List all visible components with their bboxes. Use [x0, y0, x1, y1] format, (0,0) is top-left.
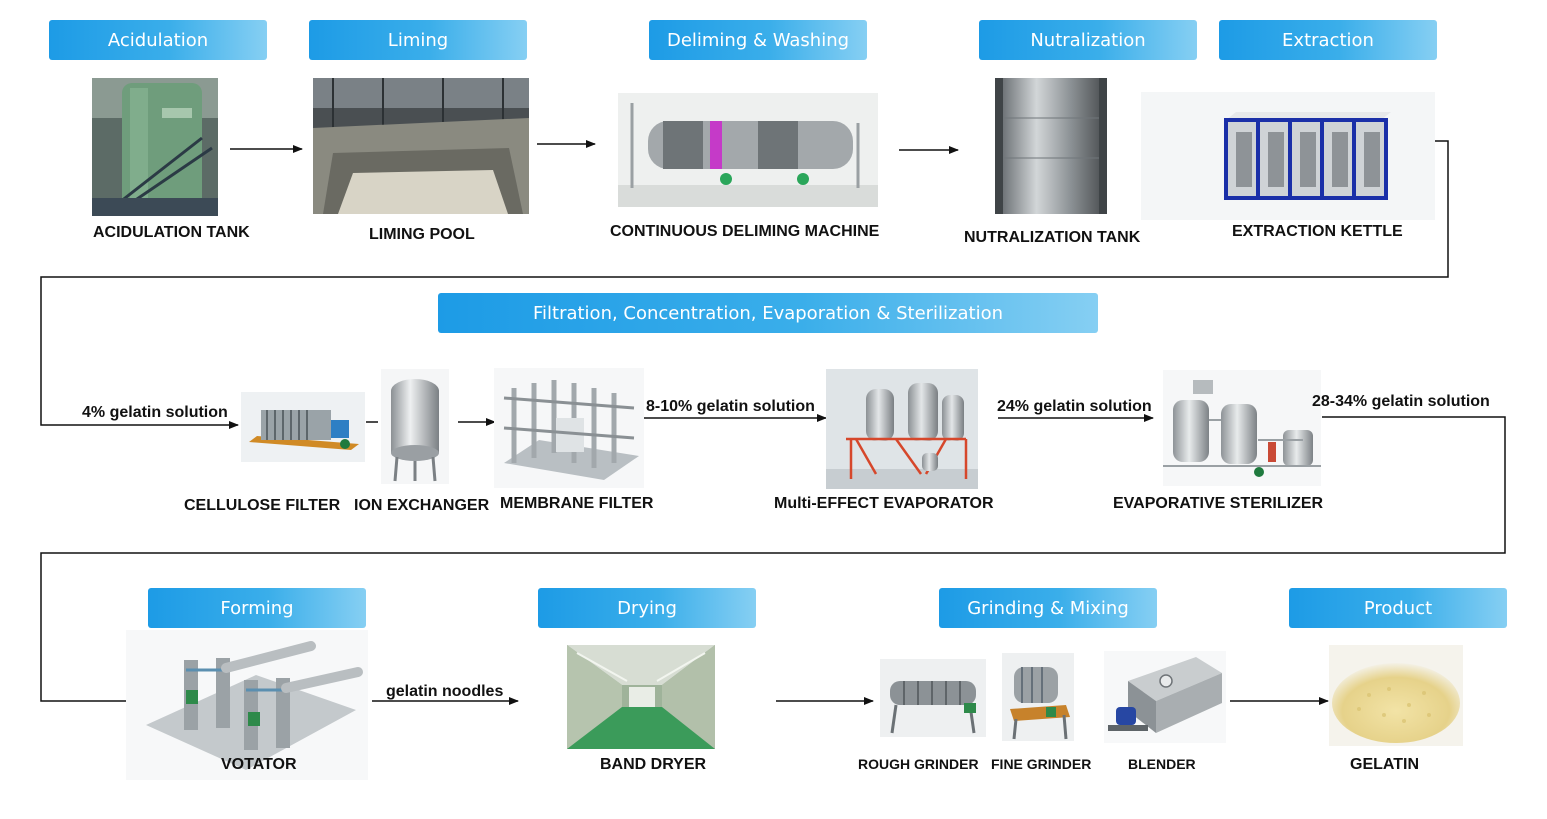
label-ion-exchanger: ION EXCHANGER [354, 497, 490, 514]
label-votator: VOTATOR [221, 756, 297, 773]
label-liming-pool: LIMING POOL [369, 226, 475, 243]
flow-label-4pct: 4% gelatin solution [82, 404, 228, 421]
cellulose-filter-image [241, 392, 365, 462]
stage-banner-filtration: Filtration, Concentration, Evaporation &… [438, 293, 1098, 333]
votator-image [126, 630, 368, 780]
membrane-filter-image [494, 368, 644, 488]
label-band-dryer: BAND DRYER [600, 756, 707, 773]
label-acidulation-tank: ACIDULATION TANK [93, 224, 250, 241]
label-blender: BLENDER [1128, 756, 1196, 772]
label-cellulose-filter: CELLULOSE FILTER [184, 497, 341, 514]
acidulation-tank-image [92, 78, 218, 216]
label-extraction-kettle: EXTRACTION KETTLE [1232, 223, 1403, 240]
liming-pool-image [313, 78, 529, 214]
nutralization-tank-image [995, 78, 1107, 214]
label-deliming-machine: CONTINUOUS DELIMING MACHINE [610, 223, 880, 240]
rough-grinder-image [880, 659, 986, 737]
return-line-row1 [40, 140, 1449, 429]
label-gelatin: GELATIN [1350, 756, 1420, 773]
flow-label-24pct: 24% gelatin solution [997, 398, 1152, 415]
sterilizer-image [1163, 370, 1321, 486]
label-sterilizer: EVAPORATIVE STERILIZER [1113, 495, 1324, 512]
flow-label-28-34pct: 28-34% gelatin solution [1312, 393, 1490, 410]
band-dryer-image [567, 645, 715, 749]
gelatin-image [1329, 645, 1463, 746]
flow-label-noodles: gelatin noodles [386, 683, 504, 700]
label-fine-grinder: FINE GRINDER [991, 756, 1092, 772]
flow-label-8-10pct: 8-10% gelatin solution [646, 398, 815, 415]
stage-banner-nutralization: Nutralization [979, 20, 1197, 60]
label-rough-grinder: ROUGH GRINDER [858, 756, 979, 772]
evaporator-image [826, 369, 978, 489]
stage-banner-liming: Liming [309, 20, 527, 60]
ion-exchanger-image [381, 369, 449, 484]
stage-banner-acidulation: Acidulation [49, 20, 267, 60]
fine-grinder-image [1002, 653, 1074, 741]
blender-image [1104, 651, 1226, 743]
stage-banner-extraction: Extraction [1219, 20, 1437, 60]
label-evaporator: Multi-EFFECT EVAPORATOR [774, 495, 994, 512]
stage-banner-product: Product [1289, 588, 1507, 628]
stage-banner-deliming: Deliming & Washing [649, 20, 867, 60]
stage-banner-drying: Drying [538, 588, 756, 628]
return-line-row2 [40, 416, 1506, 705]
deliming-machine-image [618, 93, 878, 207]
stage-banner-forming: Forming [148, 588, 366, 628]
extraction-kettle-image [1141, 92, 1435, 220]
label-nutralization-tank: NUTRALIZATION TANK [964, 229, 1141, 246]
label-membrane-filter: MEMBRANE FILTER [500, 495, 654, 512]
stage-banner-grinding: Grinding & Mixing [939, 588, 1157, 628]
